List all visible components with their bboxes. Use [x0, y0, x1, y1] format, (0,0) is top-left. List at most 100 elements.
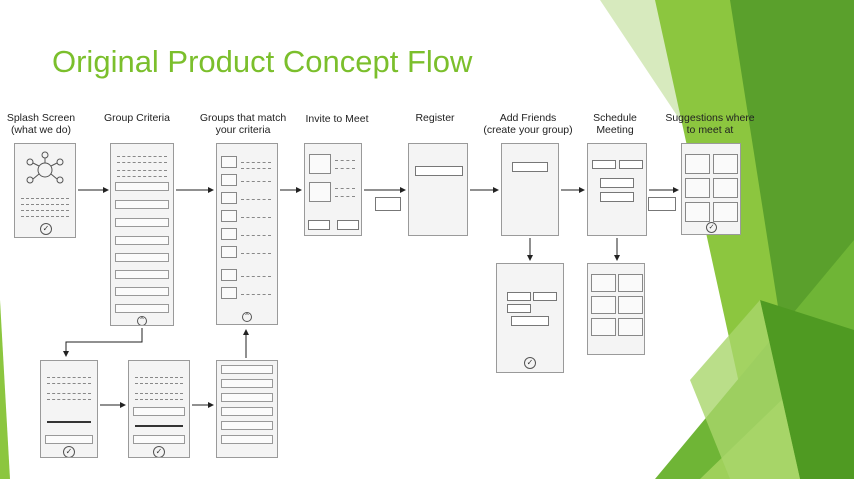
label-group-criteria: Group Criteria [96, 112, 178, 124]
splash-text-line [21, 206, 69, 211]
option-coffee[interactable] [600, 178, 634, 188]
criteria-slider[interactable] [135, 425, 183, 427]
group-info-line [241, 158, 271, 163]
venue-cell [713, 154, 738, 174]
criteria-row [133, 407, 185, 416]
invite-image [309, 182, 331, 202]
venue-cell [591, 296, 616, 314]
venue-cell [713, 178, 738, 198]
criteria-row [115, 200, 169, 209]
criteria-row [133, 435, 185, 444]
splash-text-line [21, 200, 69, 205]
group-info-line [241, 195, 271, 200]
sketch-group-criteria: ^ [110, 143, 174, 326]
scroll-up-icon: ^ [242, 312, 252, 322]
invite-button[interactable] [308, 220, 330, 230]
invite-image [309, 154, 331, 174]
venue-cell [685, 202, 710, 222]
group-image [221, 192, 237, 204]
sketch-criteria-step-1: ✓ [40, 360, 98, 458]
criteria-text-line [117, 152, 167, 157]
group-info-line [241, 249, 271, 254]
time-field[interactable] [619, 160, 643, 169]
friend-chip [533, 292, 557, 301]
invite-text-line [335, 192, 355, 197]
sketch-criteria-step-2: ✓ [128, 360, 190, 458]
label-splash-text: Splash Screen (what we do) [6, 112, 76, 136]
group-info-line [241, 213, 271, 218]
criteria-slider[interactable] [47, 421, 91, 423]
group-image [221, 156, 237, 168]
group-image [221, 269, 237, 281]
group-info-line [241, 177, 271, 182]
slide-title: Original Product Concept Flow [52, 44, 473, 79]
venue-cell [618, 274, 643, 292]
label-invite: Invite to Meet [298, 113, 376, 125]
register-facebook-button[interactable] [415, 166, 463, 176]
group-image [221, 228, 237, 240]
add-friends-button[interactable] [511, 316, 549, 326]
group-image [221, 287, 237, 299]
criteria-row [221, 435, 273, 444]
option-drinks[interactable] [600, 192, 634, 202]
group-info-line [241, 290, 271, 295]
criteria-text-line [47, 389, 91, 394]
confirm-check-icon: ✓ [706, 222, 717, 233]
criteria-text-line [135, 389, 183, 394]
criteria-row [221, 393, 273, 402]
friend-chip [507, 304, 531, 313]
criteria-text-line [117, 166, 167, 171]
criteria-row [115, 236, 169, 245]
venue-cell [591, 274, 616, 292]
criteria-text-line [47, 373, 91, 378]
confirm-check-icon: ✓ [40, 223, 52, 235]
invite-text-line [335, 164, 355, 169]
criteria-row [221, 379, 273, 388]
label-group-criteria-text: Group Criteria [104, 112, 170, 124]
sketch-groups-match: ^ [216, 143, 278, 325]
scroll-up-icon: ^ [137, 316, 147, 325]
invite-text-line [335, 156, 355, 161]
date-field[interactable] [592, 160, 616, 169]
criteria-row [221, 365, 273, 374]
splash-text-line [21, 212, 69, 217]
criteria-text-line [47, 379, 91, 384]
label-add-friends-text: Add Friends (create your group) [483, 112, 573, 136]
venue-cell [618, 296, 643, 314]
label-splash-screen: Splash Screen (what we do) [6, 112, 76, 136]
criteria-row [115, 182, 169, 191]
label-invite-text: Invite to Meet [305, 113, 369, 125]
criteria-row [221, 407, 273, 416]
sketch-register [408, 143, 468, 236]
label-add-friends: Add Friends (create your group) [478, 112, 578, 136]
criteria-text-line [117, 158, 167, 163]
splash-people-icon [26, 151, 64, 184]
sketch-schedule-meeting [587, 143, 647, 236]
selected-venue-card [648, 197, 676, 211]
sketch-invite-to-meet [304, 143, 362, 236]
label-register-text: Register [415, 112, 455, 124]
invite-text-line [335, 184, 355, 189]
criteria-text-line [47, 395, 91, 400]
confirm-check-icon: ✓ [524, 357, 536, 369]
criteria-text-line [135, 373, 183, 378]
criteria-text-line [135, 379, 183, 384]
group-info-line [241, 231, 271, 236]
criteria-row [45, 435, 93, 444]
label-suggestions: Suggestions where to meet at [660, 112, 760, 136]
confirm-check-icon: ✓ [63, 446, 75, 457]
criteria-row [115, 270, 169, 279]
venue-cell [685, 154, 710, 174]
venue-cell [685, 178, 710, 198]
group-image [221, 246, 237, 258]
decline-button[interactable] [337, 220, 359, 230]
venue-cell [618, 318, 643, 336]
add-friends-button[interactable] [512, 162, 548, 172]
label-schedule-text: Schedule Meeting [593, 112, 637, 136]
label-register: Register [405, 112, 465, 124]
label-groups-match: Groups that match your criteria [193, 112, 293, 136]
label-schedule: Schedule Meeting [585, 112, 645, 136]
criteria-text-line [135, 395, 183, 400]
